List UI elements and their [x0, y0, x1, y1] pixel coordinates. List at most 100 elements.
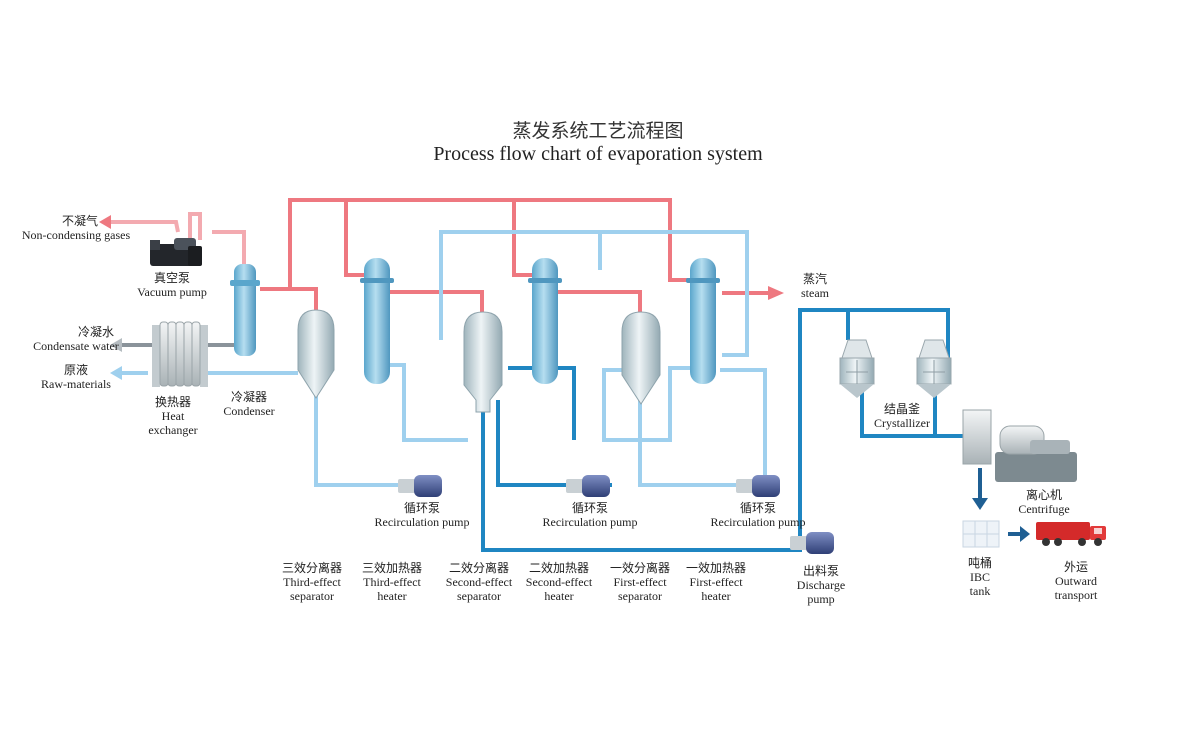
crystallizer-en: Crystallizer [874, 415, 930, 430]
raw-cn: 原液 [63, 363, 88, 377]
recirc-pump-2 [566, 475, 610, 497]
recirc-pump-1-cn: 循环泵 [403, 501, 440, 515]
third-heater-en2: heater [377, 588, 407, 603]
vacuum-pump-en: Vacuum pump [137, 284, 207, 299]
title-english: Process flow chart of evaporation system [433, 143, 763, 165]
crystallizer-cn: 结晶釜 [883, 402, 920, 416]
second-separator [463, 311, 503, 413]
non-condensing-cn: 不凝气 [61, 214, 98, 228]
condenser-en: Condenser [223, 403, 275, 418]
title-chinese: 蒸发系统工艺流程图 [512, 120, 684, 142]
recirc-pump-2-cn: 循环泵 [571, 501, 608, 515]
heat-exchanger-cn: 换热器 [154, 395, 191, 409]
first-separator-en1: First-effect [613, 574, 667, 589]
condenser [230, 264, 260, 356]
first-heater [686, 258, 720, 384]
discharge-pump-label: 出料泵 Discharge pump [786, 564, 856, 606]
first-separator-en2: separator [618, 588, 662, 603]
crystallizer-label: 结晶釜 Crystallizer [862, 402, 942, 431]
third-separator-en2: separator [290, 588, 334, 603]
second-separator-cn: 二效分离器 [448, 561, 509, 575]
raw-material-label: 原液 Raw-materials [30, 363, 122, 392]
ibc-tank [962, 520, 1000, 548]
raw-material-arrow [110, 366, 122, 380]
condensate-arrow [110, 338, 122, 352]
third-heater-label: 三效加热器 Third-effect heater [352, 561, 432, 603]
second-heater-cn: 二效加热器 [528, 561, 589, 575]
heat-exchanger [152, 321, 208, 387]
third-separator-en1: Third-effect [283, 574, 341, 589]
second-heater-en1: Second-effect [525, 574, 593, 589]
raw-en: Raw-materials [41, 376, 111, 391]
second-heater-label: 二效加热器 Second-effect heater [516, 561, 602, 603]
non-condensing-en: Non-condensing gases [21, 227, 131, 242]
third-separator-cn: 三效分离器 [281, 561, 342, 575]
centrifuge-label: 离心机 Centrifuge [1006, 488, 1082, 517]
centrifuge-cn: 离心机 [1025, 488, 1062, 502]
condenser-label: 冷凝器 Condenser [214, 390, 284, 419]
first-heater-cn: 一效加热器 [685, 561, 746, 575]
ibc-tank-label: 吨桶 IBC tank [956, 556, 1004, 598]
cooling-pipes [120, 230, 767, 487]
second-separator-en1: Second-effect [445, 574, 513, 589]
recirc-pump-2-en: Recirculation pump [542, 514, 638, 529]
outward-cn: 外运 [1063, 560, 1088, 574]
condensate-cn: 冷凝水 [77, 325, 114, 339]
crystallizer-2 [916, 339, 952, 398]
recirc-pump-1-label: 循环泵 Recirculation pump [364, 501, 480, 530]
outward-en2: transport [1054, 587, 1098, 602]
first-separator-label: 一效分离器 First-effect separator [600, 561, 680, 603]
condensate-label: 冷凝水 Condensate water [22, 325, 130, 354]
discharge-pump-en2: pump [807, 591, 835, 606]
centrifuge-en: Centrifuge [1018, 501, 1070, 516]
condensate-en: Condensate water [33, 338, 119, 353]
third-separator [297, 309, 335, 399]
outward-label: 外运 Outward transport [1040, 560, 1112, 602]
ibc-tank-en1: IBC [969, 569, 990, 584]
recirc-pump-1-en: Recirculation pump [374, 514, 470, 529]
vacuum-pump [150, 238, 202, 266]
first-separator [621, 311, 661, 405]
first-separator-cn: 一效分离器 [609, 561, 670, 575]
first-heater-label: 一效加热器 First-effect heater [676, 561, 756, 603]
truck [1036, 522, 1106, 546]
discharge-pump-cn: 出料泵 [802, 564, 839, 578]
ibc-tank-en2: tank [969, 583, 991, 598]
recirc-pump-2-label: 循环泵 Recirculation pump [532, 501, 648, 530]
recirc-pump-3-en: Recirculation pump [710, 514, 806, 529]
third-heater-en1: Third-effect [363, 574, 421, 589]
first-heater-en1: First-effect [689, 574, 743, 589]
ibc-to-truck-arrow [1008, 526, 1030, 542]
vacuum-pump-label: 真空泵 Vacuum pump [124, 271, 220, 300]
crystallizer-1 [839, 339, 875, 398]
recirc-pump-3-cn: 循环泵 [739, 501, 776, 515]
steam-inlet-arrow [768, 286, 784, 300]
centrifuge [962, 409, 1077, 482]
condenser-cn: 冷凝器 [230, 390, 267, 404]
non-condensing-label: 不凝气 Non-condensing gases [10, 214, 142, 243]
second-separator-en2: separator [457, 588, 501, 603]
third-heater [360, 258, 394, 384]
centrifuge-to-ibc-arrow [972, 468, 988, 510]
steam-en: steam [801, 285, 829, 300]
steam-label: 蒸汽 steam [792, 272, 838, 301]
recirc-pump-3-label: 循环泵 Recirculation pump [700, 501, 816, 530]
second-heater-en2: heater [544, 588, 574, 603]
recirc-pump-1 [398, 475, 442, 497]
second-separator-label: 二效分离器 Second-effect separator [436, 561, 522, 603]
discharge-pump [790, 532, 834, 554]
heat-exchanger-label: 换热器 Heat exchanger [138, 395, 208, 437]
steam-cn: 蒸汽 [802, 272, 827, 286]
second-heater [528, 258, 562, 384]
first-heater-en2: heater [701, 588, 731, 603]
non-condensing-arrow [99, 215, 111, 229]
vacuum-lines [110, 212, 246, 265]
heat-exchanger-en1: Heat [161, 408, 185, 423]
third-heater-cn: 三效加热器 [361, 561, 422, 575]
outward-en1: Outward [1055, 573, 1097, 588]
heat-exchanger-en2: exchanger [148, 422, 198, 437]
ibc-tank-cn: 吨桶 [967, 556, 992, 570]
product-pipes [481, 308, 965, 552]
recirc-pump-3 [736, 475, 780, 497]
